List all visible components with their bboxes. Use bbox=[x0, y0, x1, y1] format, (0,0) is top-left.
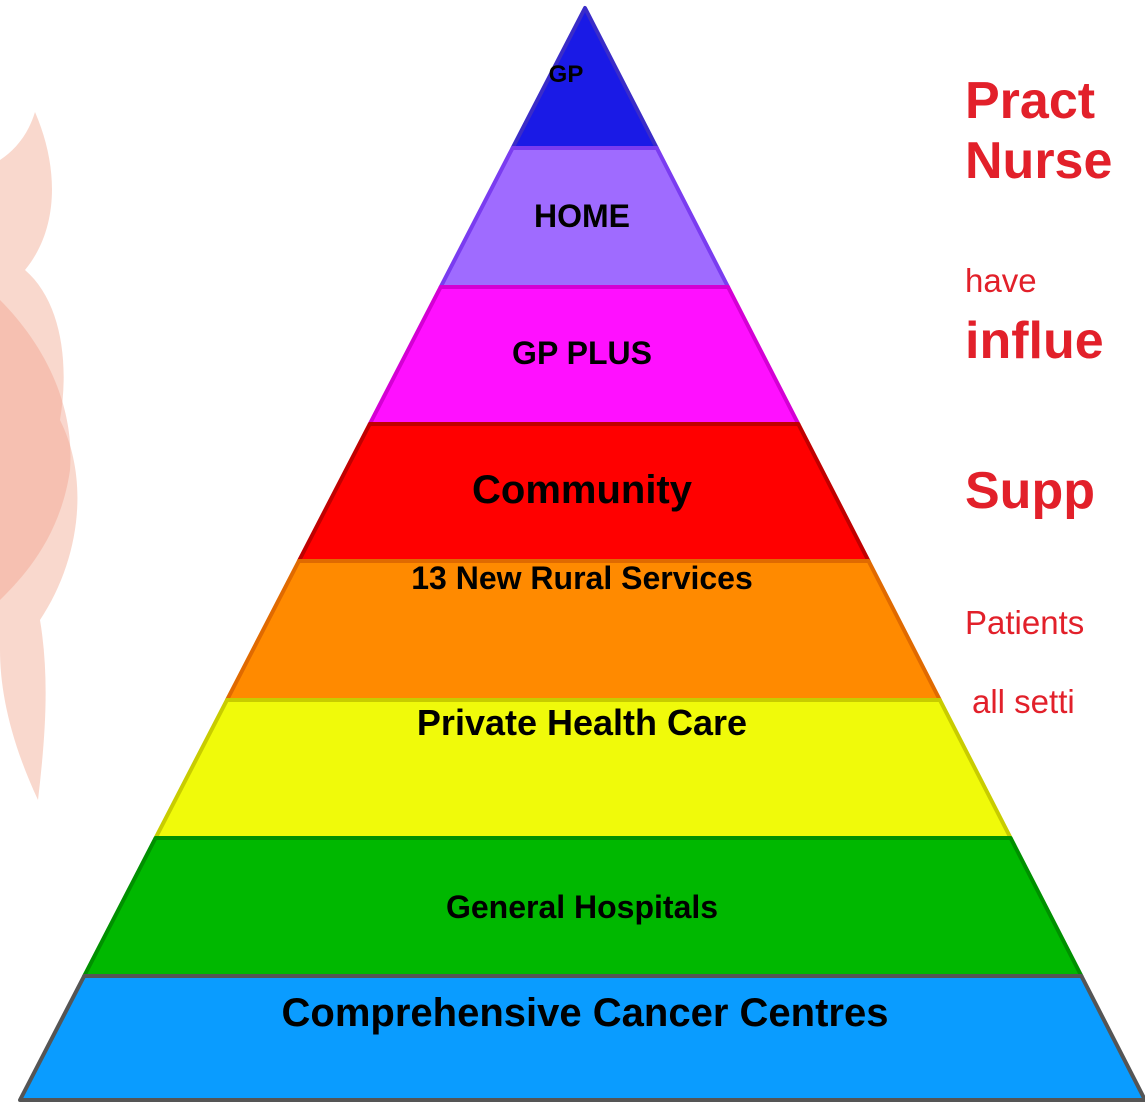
flame-shape-1 bbox=[0, 112, 78, 800]
side-text-have: have bbox=[965, 262, 1037, 299]
pyramid-tier-label: General Hospitals bbox=[446, 889, 718, 925]
pyramid-tier-8 bbox=[18, 974, 1145, 1102]
flame-shape-2 bbox=[0, 300, 71, 600]
side-heading-nurse: Nurse bbox=[965, 132, 1113, 190]
pyramid-tier-label: HOME bbox=[534, 198, 630, 234]
pyramid-tier-label: 13 New Rural Services bbox=[411, 560, 753, 596]
pyramid-tier-label: Community bbox=[472, 468, 693, 512]
side-heading-support: Supp bbox=[965, 462, 1095, 520]
side-text-patients: Patients bbox=[965, 604, 1085, 641]
pyramid-tier-1 bbox=[510, 6, 659, 150]
pyramid-tier-label: Private Health Care bbox=[417, 702, 747, 743]
pyramid-tier-label: Comprehensive Cancer Centres bbox=[282, 991, 889, 1035]
side-text-settings: all setti bbox=[972, 683, 1075, 720]
pyramid-tier-label: GP PLUS bbox=[512, 335, 652, 371]
side-heading-practice: Pract bbox=[965, 72, 1096, 130]
pyramid-tier-label: GP bbox=[549, 61, 584, 88]
side-heading-influence: influe bbox=[965, 312, 1104, 370]
